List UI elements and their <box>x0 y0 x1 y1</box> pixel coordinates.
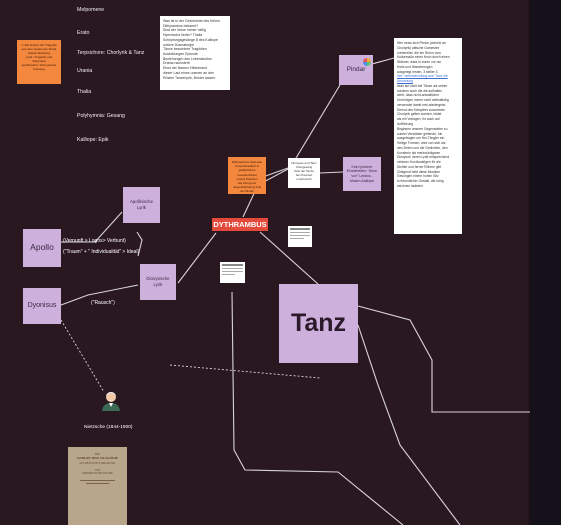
note-line: Sind der Verse immer heilig <box>163 28 206 33</box>
pindar-label: Pindar <box>346 65 366 73</box>
note-line: Tänze besondere Tragödien <box>163 47 207 52</box>
right-note-line: Dichter und ferner Rühme gibt <box>397 164 442 169</box>
note-line: Ausbildungen Episode <box>163 52 198 57</box>
orange-note-line: 1. Die Geburt der Tragödie <box>21 43 57 47</box>
note-pindar-chorlyrik[interactable]: Wer muss sich Pindar (welche an Chorlyri… <box>394 38 462 234</box>
orange-center-line: Unterschiedlich in <box>234 164 260 169</box>
sticky-apollo[interactable]: Apollo <box>23 229 61 267</box>
right-note-line: laufz sie nicht bei Tänze als seiner <box>397 83 448 88</box>
right-note-line: als ein Vorlagen, ihr auch auf <box>397 117 440 122</box>
white-center-line: Chorgesang <box>295 165 313 170</box>
note-line: Einst der Namen Hildebrand <box>163 66 207 71</box>
right-note-line: Zulegend hebt diese Musiken <box>397 169 441 174</box>
orange-note-line: aus dem Geiste der Musik <box>21 47 57 52</box>
right-note-line: den Zeiten und die Gedichten, den <box>397 145 448 150</box>
muse-thalia: Thalia <box>77 89 92 95</box>
muse-urania: Urania <box>77 68 93 74</box>
right-note-line: Aufführung <box>397 122 414 127</box>
note-line: Schöpfungsgesänge 8 des Kalliope <box>163 37 218 42</box>
note-line: Beziehungen des Lebenskultus <box>163 56 212 61</box>
right-note-line: in freundlicher Gestalt, die ruhig <box>397 179 444 184</box>
orange-center-line: Dithyrambus bedeutet <box>231 160 263 164</box>
white-center-line: Dionysos und Tanz <box>291 161 317 165</box>
book-line: AUS DEM GEISTE DER MUSIK. <box>79 462 116 465</box>
right-note-line: Umhörigen immer nicht selbständig <box>397 98 449 103</box>
sticky-apollinische-lyrik[interactable]: Apollinische Lyrik <box>123 187 160 223</box>
apollo-attributes-2: ("Traum" + " Individualität" > Ideal) <box>63 249 140 255</box>
right-note-line: Demut des Kämpfers zusammen <box>397 107 446 112</box>
right-note-line: ausgetragen um Hei-Tängler ein <box>397 136 445 141</box>
right-note-line: Wer muss sich Pindar (welche an <box>397 41 446 45</box>
note-line: Hymnische lieder? Thalia <box>163 33 203 38</box>
orange-note-birth-of-tragedy[interactable]: 1. Die Geburt der Tragödie aus dem Geist… <box>17 40 61 84</box>
book-line: GEBURT DER TRAGÖDIE <box>76 456 119 460</box>
right-note-line: Gesungen einem hohen Sitz <box>397 174 439 179</box>
note-dithyrambus-history[interactable]: Was ist in der Geschichte des frühen Dit… <box>160 16 230 90</box>
right-note-line: Heilige Formen, wird von sich als <box>397 141 446 146</box>
note-line: Drama nachsteht <box>163 61 190 66</box>
right-note-line: Chorlyrik) attische Gamestex <box>397 45 440 50</box>
right-note-line: ihre "unterscheidung aus" Tanz die Amunn… <box>397 74 448 84</box>
orange-note-line: Zweite Abteilung <box>27 51 50 56</box>
right-note-line: Wärmer, dass in euren vor nur <box>397 60 442 65</box>
white-center-line: Teile der Tanze <box>293 169 315 174</box>
right-note-line: sieht, dass nicht-anwaltlicher <box>397 93 440 98</box>
title-dythrambus[interactable]: DYTHRAMBUS <box>212 218 268 231</box>
orange-center-line: der Musik <box>240 189 254 194</box>
sticky-chorlyrik-arion[interactable]: Kein lyrischer Einzelheiten: "Arion von"… <box>343 157 381 191</box>
muse-kalliope: Kalliope: Epik <box>77 137 109 143</box>
orange-note-line: Lyrik / Tragödie und Satyrspiel <box>25 55 53 64</box>
white-center-line: unerforscht <box>296 177 312 182</box>
right-note-line: zeichnen lautsten <box>397 183 423 188</box>
book-line: FRIEDRICH NIETZSCHE <box>82 472 113 475</box>
sticky-tanz[interactable]: Tanz <box>279 284 358 363</box>
dionysus-attributes: ("Rausch") <box>91 300 115 306</box>
orange-center-line: zuerst Preußen <box>236 176 258 181</box>
right-note-line: Dionysos' deren Lyrik entsprechend <box>397 155 450 160</box>
right-margin <box>530 0 561 525</box>
orange-note-dithyrambus-meaning[interactable]: Dithyrambus bedeutet Unterschiedlich in … <box>228 157 266 194</box>
right-note-line: nehmen Hochlosteigen für die <box>397 160 441 165</box>
orange-note-line: Fassung <box>33 67 45 72</box>
white-center-line: bei Preiszeit <box>295 173 313 178</box>
apollo-attributes-1: (Vernunft > Logos> Verbunt) <box>63 238 126 244</box>
sticky-dionysus[interactable]: Dyonisus <box>23 288 61 324</box>
note-line: dieser Laut eines unsrem an den <box>163 70 214 75</box>
right-note-line: sondern auch die die aufhalten <box>397 88 443 93</box>
muse-polyhymnia: Polyhymnia: Gesang <box>77 113 125 119</box>
book-cover-geburt-der-tragoedie[interactable]: DIE GEBURT DER TRAGÖDIE AUS DEM GEISTE D… <box>68 447 127 525</box>
orange-center-line: Jugenddichtung Kult <box>232 185 262 190</box>
right-note-line: Kreis und Wanderungen <box>397 64 433 69</box>
pindar-link-icon[interactable] <box>363 58 371 66</box>
right-note-line: Beginnen unserer Gegenwärter zu <box>397 126 448 131</box>
note-line: Dithyrambus bekannt? <box>163 23 199 28</box>
right-note-line: Chorlyrik gelten worden, bildet <box>397 112 442 117</box>
orange-note-line: Apollinische / Dionysische <box>21 63 57 68</box>
right-note-line: verwendet damit erst-wiedergeist <box>397 102 446 107</box>
book-line: VON <box>94 469 101 472</box>
sticky-dionysische-lyrik[interactable]: Dionysische Lyrik <box>140 264 176 300</box>
muse-melpomene: Melpomene <box>77 7 105 13</box>
right-note-line: Kunsterin als merkwürdigsten <box>397 150 441 155</box>
muse-terpsichore: Terpsichore: Chorlyrik & Tanz <box>77 50 145 56</box>
doc-thumbnail-2[interactable] <box>220 262 245 283</box>
orange-center-line: gefährlichen Gesellenbraut <box>237 168 257 177</box>
right-note-line: vorbereitet, die ein Ruhm vom <box>397 50 441 55</box>
book-line: DIE <box>95 452 100 456</box>
note-line: Rüsten Tanzerlyrik, Brüder lassen <box>163 75 216 80</box>
note-line: unsere Dramaturgie <box>163 42 194 47</box>
note-dionysos-tanz[interactable]: Dionysos und Tanz Chorgesang Teile der T… <box>288 158 320 188</box>
nietzsche-avatar-icon <box>102 392 120 411</box>
orange-center-line: der Dionysos <box>237 180 257 185</box>
muse-erato: Erato <box>77 30 90 36</box>
nietzsche-portrait[interactable] <box>100 389 122 411</box>
right-note-line: zuletzt Verstärker geltende, hin <box>397 131 443 136</box>
doc-thumbnail-1[interactable] <box>288 226 312 247</box>
nietzsche-caption: Nietzsche (1844-1900) <box>84 425 133 430</box>
canvas-edge <box>527 0 531 525</box>
right-note-line: Kulturmaße eines Hoch durch einen <box>397 55 450 60</box>
right-note-line: ausgelegt ersten, 3 steller 3. <box>397 69 439 74</box>
note-line: Was ist in der Geschichte des frühen <box>163 19 221 23</box>
